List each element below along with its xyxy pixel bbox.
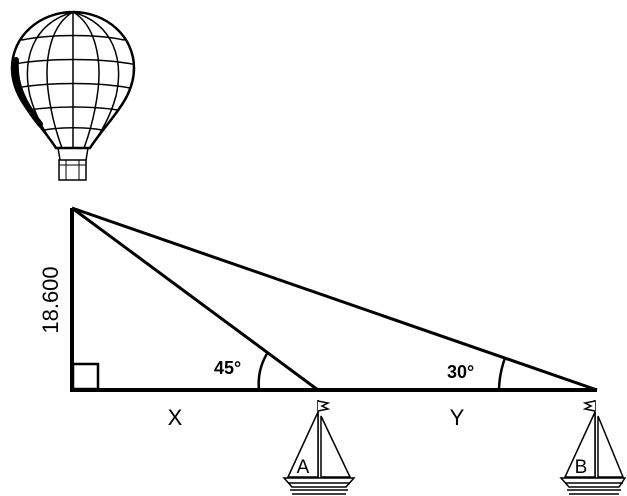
segment-label-x: X (168, 405, 183, 430)
line-of-sight-b (71, 206, 598, 392)
boat-label-b: B (575, 457, 588, 478)
angle-arc-45 (257, 351, 270, 391)
angle-label-30: 30° (447, 362, 474, 382)
height-label: 18.600 (38, 266, 63, 333)
line-of-sight-a (71, 206, 319, 392)
angle-arc-30 (497, 357, 507, 391)
sailboat-icon (559, 400, 627, 495)
sailboat-icon (282, 400, 356, 495)
right-angle-marker (71, 362, 100, 391)
boat-label-a: A (297, 457, 310, 478)
hot-air-balloon-icon (10, 10, 136, 181)
segment-label-y: Y (450, 405, 465, 430)
angle-label-45: 45° (214, 358, 241, 378)
triangle-lines (70, 206, 598, 392)
